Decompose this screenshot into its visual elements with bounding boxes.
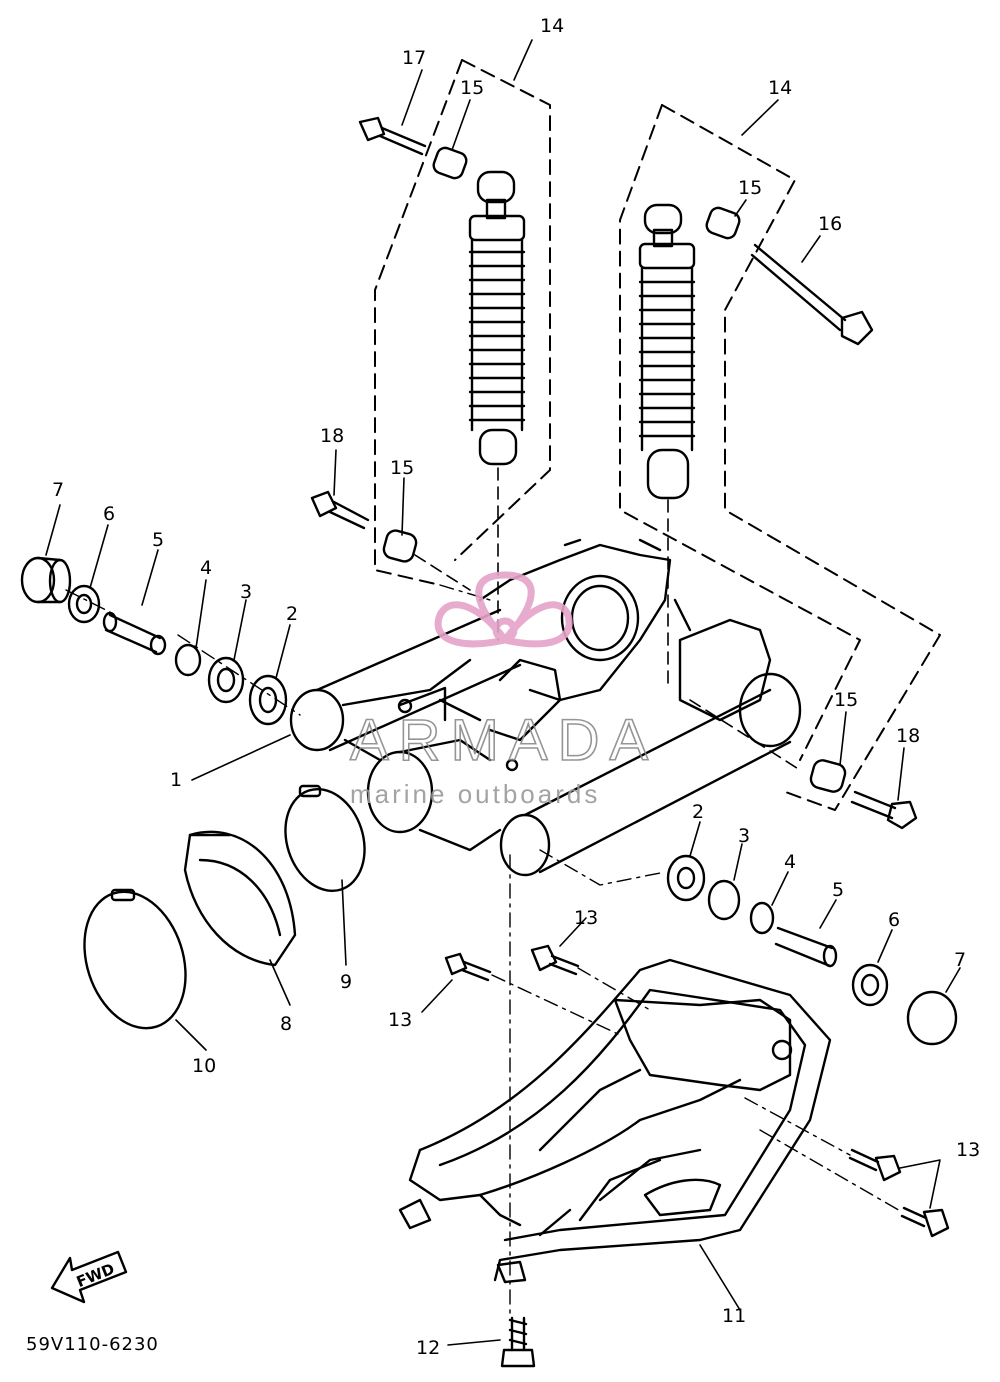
bushing-15-top-left bbox=[432, 146, 468, 180]
bushing-15-top-right bbox=[705, 206, 741, 240]
callout-18-left: 18 bbox=[320, 425, 344, 447]
shock-group-left-outline bbox=[374, 59, 551, 586]
bolt-13-upper-left bbox=[444, 952, 492, 982]
bearing-2-right bbox=[666, 854, 706, 902]
callout-8: 8 bbox=[280, 1013, 292, 1035]
callout-6-right: 6 bbox=[888, 909, 900, 931]
callout-12: 12 bbox=[416, 1337, 440, 1359]
bolt-13-right-lower bbox=[900, 1206, 950, 1238]
bushing-15-mid-right bbox=[809, 759, 847, 793]
collar-5-left bbox=[102, 611, 167, 656]
watermark-tagline: marine outboards bbox=[350, 779, 600, 809]
bushing-15-mid-left bbox=[382, 529, 471, 591]
bolt-17 bbox=[358, 116, 427, 156]
washer-4-right bbox=[749, 901, 775, 935]
callout-10: 10 bbox=[192, 1055, 216, 1077]
callout-5-left: 5 bbox=[152, 529, 164, 551]
callout-13-right: 13 bbox=[956, 1139, 980, 1161]
shock-absorber-left bbox=[468, 170, 526, 641]
watermark-brand: ARMADA bbox=[350, 708, 658, 773]
boot-8 bbox=[183, 830, 297, 967]
callout-13-upper-left: 13 bbox=[388, 1009, 412, 1031]
forward-label: FWD bbox=[74, 1260, 117, 1291]
propeller-logo bbox=[434, 571, 573, 648]
callout-2-left: 2 bbox=[286, 603, 298, 625]
callout-11: 11 bbox=[722, 1305, 746, 1327]
bearing-2-left bbox=[248, 674, 288, 726]
collar-5-right bbox=[774, 926, 838, 968]
callout-9: 9 bbox=[340, 971, 352, 993]
callout-15-mid-left: 15 bbox=[390, 457, 414, 479]
callout-18-right: 18 bbox=[896, 725, 920, 747]
bolt-18-right bbox=[689, 699, 918, 830]
bolt-12 bbox=[500, 1316, 536, 1368]
alignment-lines bbox=[65, 584, 903, 1316]
callout-7-right: 7 bbox=[954, 949, 966, 971]
callout-17: 17 bbox=[402, 47, 426, 69]
callout-15-top-right: 15 bbox=[738, 177, 762, 199]
bearing-6-left bbox=[67, 584, 101, 624]
callout-3-left: 3 bbox=[240, 581, 252, 603]
washer-4-left bbox=[174, 643, 202, 677]
callout-3-right: 3 bbox=[738, 825, 750, 847]
callout-4-left: 4 bbox=[200, 557, 212, 579]
callout-5-right: 5 bbox=[832, 879, 844, 901]
callout-1: 1 bbox=[170, 769, 182, 791]
guard-11 bbox=[398, 958, 832, 1284]
shock-group-right-outline bbox=[619, 104, 941, 811]
bolt-16 bbox=[750, 243, 874, 346]
oil-seal-3-right bbox=[707, 879, 741, 921]
diagram-code: 59V110-6230 bbox=[26, 1334, 159, 1355]
callout-13-upper-mid: 13 bbox=[574, 907, 598, 929]
callout-15-mid-right: 15 bbox=[834, 689, 858, 711]
callout-14-right: 14 bbox=[768, 77, 792, 99]
shock-absorber-right bbox=[638, 203, 696, 691]
callout-6-left: 6 bbox=[103, 503, 115, 525]
callout-15-top-left: 15 bbox=[460, 77, 484, 99]
clamp-10 bbox=[83, 888, 187, 1030]
callout-7-left: 7 bbox=[52, 479, 64, 501]
swing-arm bbox=[289, 538, 802, 877]
cap-7-right bbox=[906, 990, 958, 1046]
callout-16: 16 bbox=[818, 213, 842, 235]
bearing-6-right bbox=[851, 963, 889, 1007]
leader-lines bbox=[45, 39, 961, 1346]
bolt-13-right-upper bbox=[848, 1148, 902, 1182]
bolt-13-upper-mid bbox=[530, 944, 580, 976]
forward-arrow bbox=[50, 1250, 128, 1304]
callout-14-left: 14 bbox=[540, 15, 564, 37]
callout-2-right: 2 bbox=[692, 801, 704, 823]
oil-seal-3-left bbox=[207, 656, 245, 704]
watermark: ARMADA marine outboards bbox=[349, 571, 658, 809]
clamp-9 bbox=[284, 784, 366, 893]
bolt-18-left bbox=[310, 490, 370, 530]
callout-4-right: 4 bbox=[784, 851, 796, 873]
cap-7-left bbox=[20, 556, 72, 604]
